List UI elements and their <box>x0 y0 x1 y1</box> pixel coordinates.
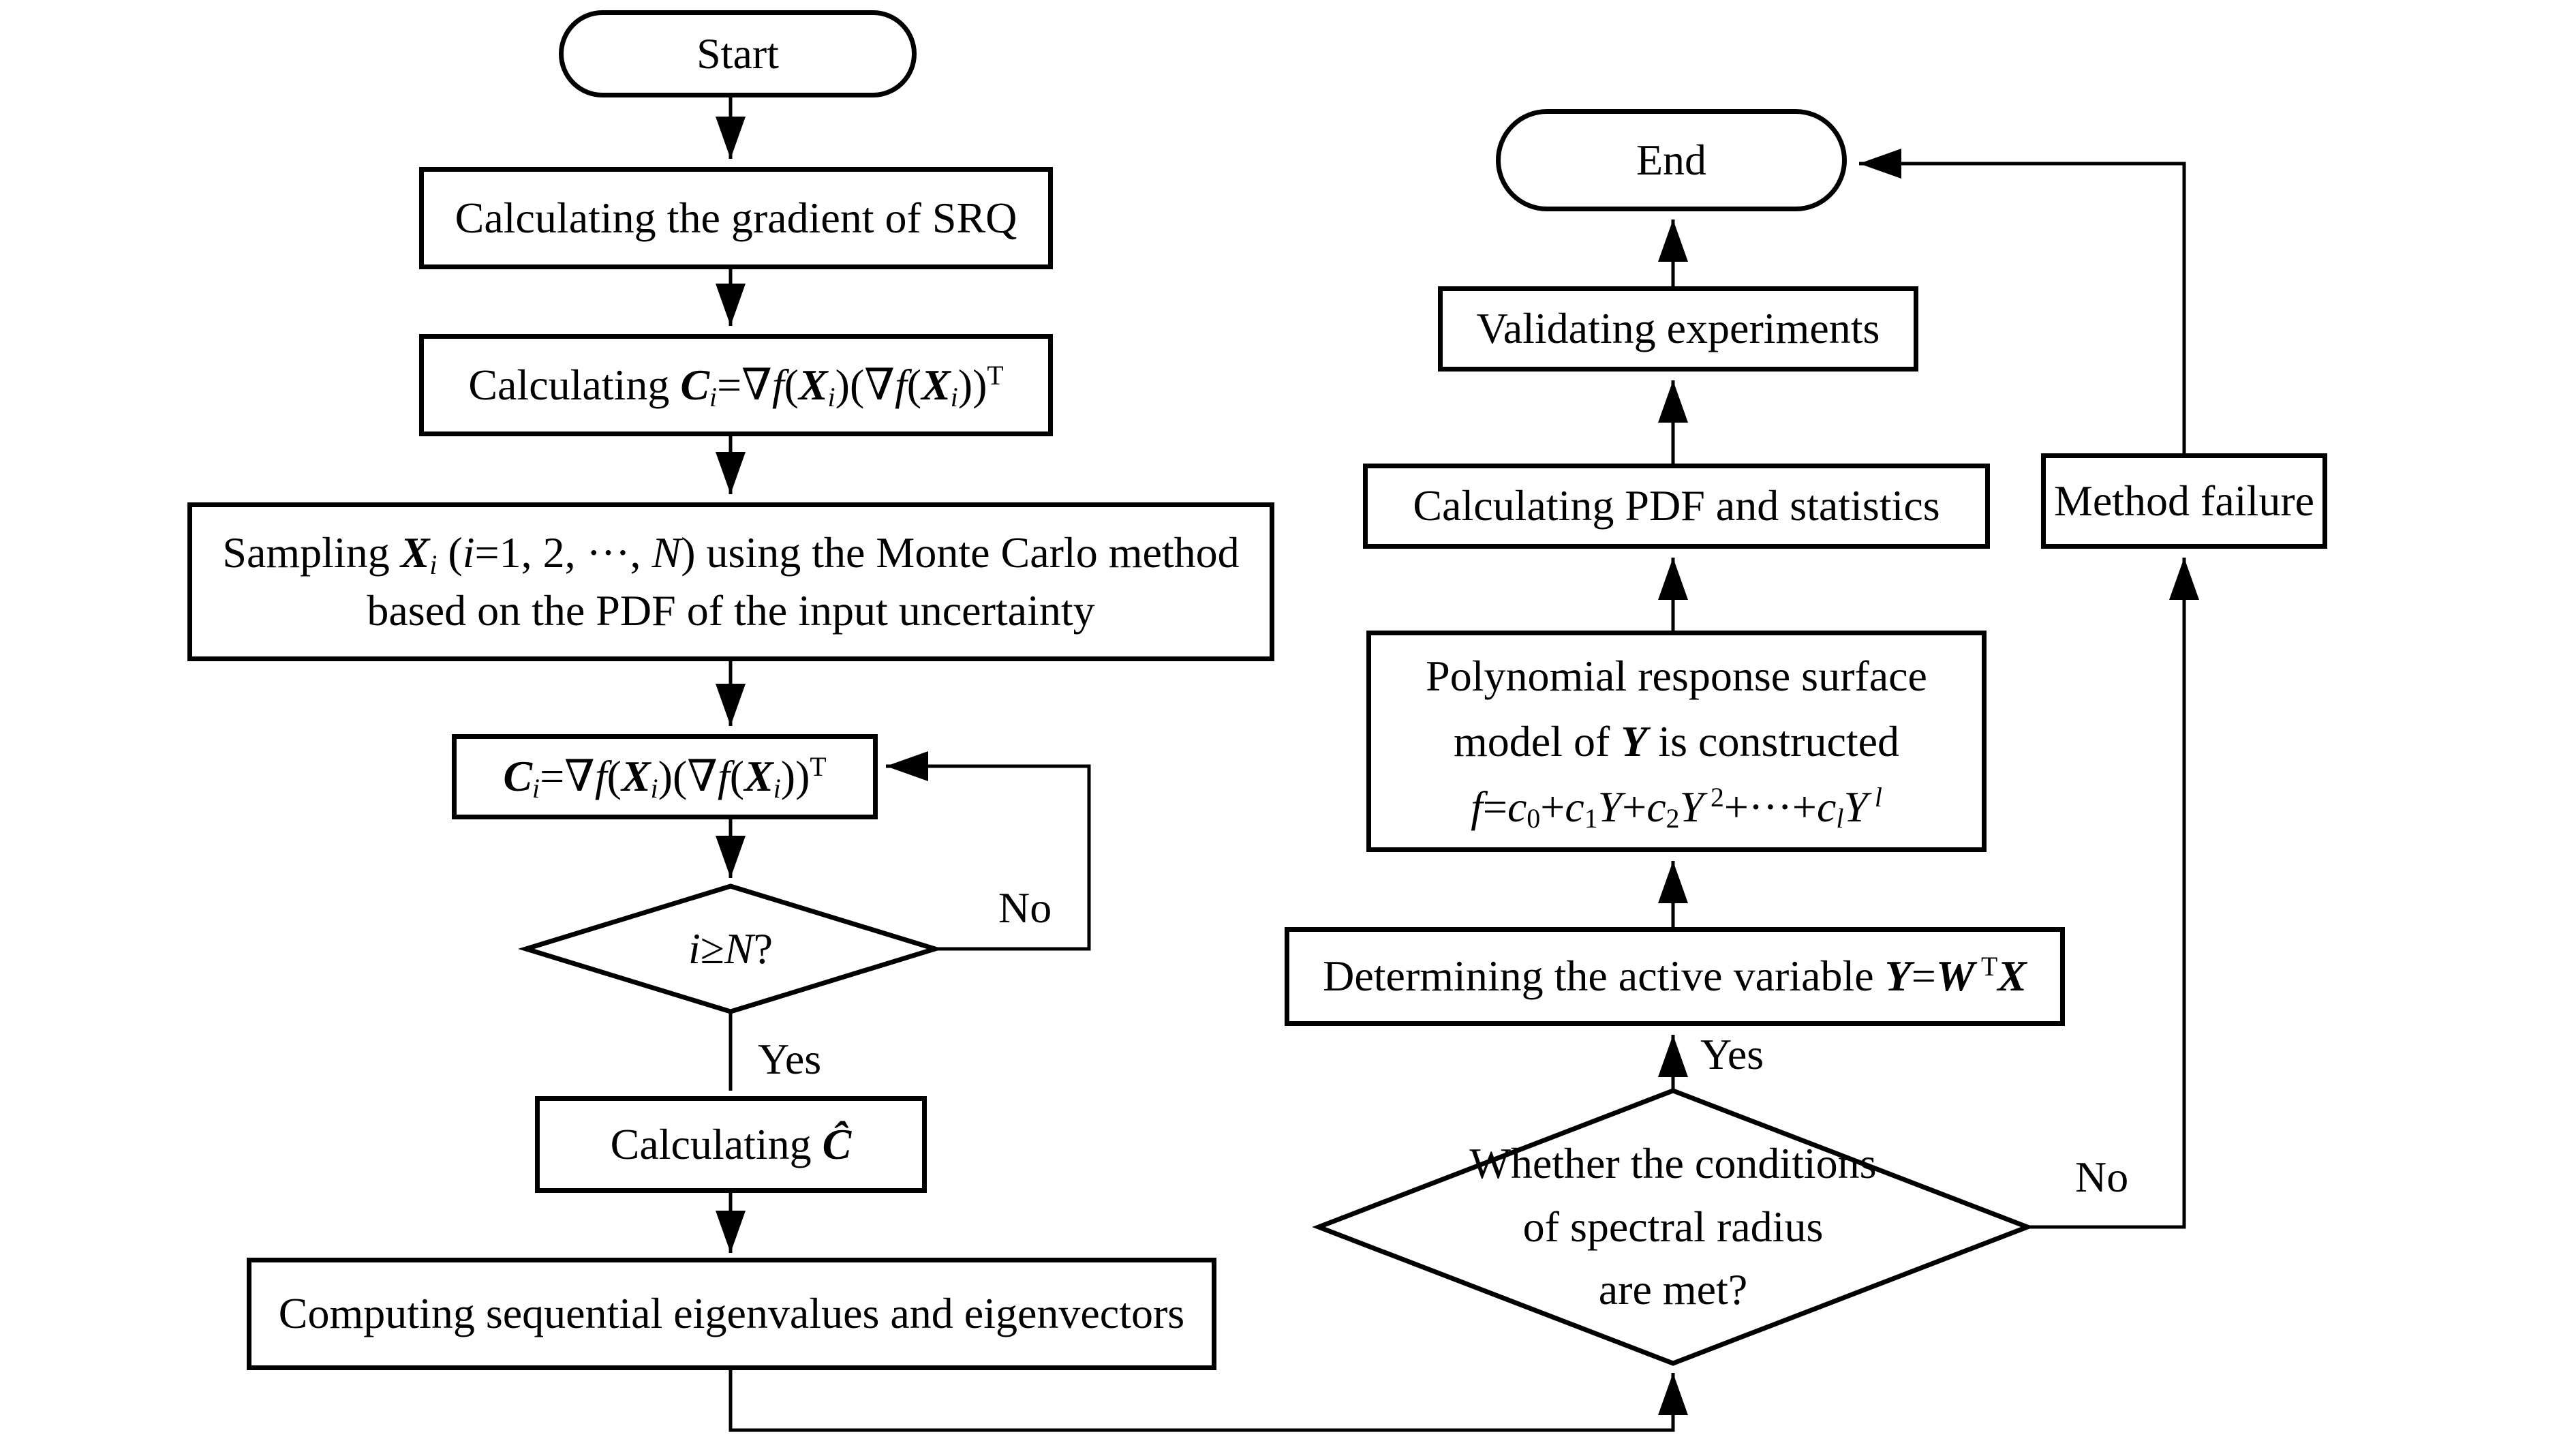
process-method-failure: Method failure <box>2041 453 2327 549</box>
end-label: End <box>1636 135 1707 184</box>
eigen-label: Computing sequential eigenvalues and eig… <box>278 1289 1185 1338</box>
method-failure-label: Method failure <box>2053 476 2315 525</box>
process-ci-loop: Ci=∇f(Xi)(∇f(Xi))T <box>452 734 878 819</box>
arrow-method-failure-to-end <box>1859 149 2186 453</box>
i-ge-n-label: i≥N? <box>688 924 773 973</box>
edge-label-no-loop: No <box>998 883 1052 932</box>
decision-i-ge-n-text: i≥N? <box>594 907 867 992</box>
calc-pdf-label: Calculating PDF and statistics <box>1413 481 1940 530</box>
edge-label-yes-spectral: Yes <box>1700 1030 1764 1078</box>
calc-chat-label: Calculating Ĉ <box>610 1119 852 1168</box>
decision-diamond-i-ge-n <box>518 883 943 1014</box>
process-calc-gradient: Calculating the gradient of SRQ <box>419 167 1053 269</box>
ci-loop-label: Ci=∇f(Xi)(∇f(Xi))T <box>503 752 827 804</box>
sampling-label: Sampling Xi (i=1, 2, ···, N) using the M… <box>222 528 1240 635</box>
process-calc-chat: Calculating Ĉ <box>535 1096 927 1193</box>
validating-label: Validating experiments <box>1476 304 1880 353</box>
determining-label: Determining the active variable Y=W TX <box>1323 952 2027 1001</box>
process-calc-pdf: Calculating PDF and statistics <box>1363 464 1990 549</box>
arrow-spectral-no-to-method-failure <box>2027 558 2199 1229</box>
process-validating: Validating experiments <box>1438 286 1918 372</box>
process-eigen: Computing sequential eigenvalues and eig… <box>247 1258 1216 1370</box>
process-sampling: Sampling Xi (i=1, 2, ···, N) using the M… <box>187 502 1274 661</box>
process-determining: Determining the active variable Y=W TX <box>1285 927 2065 1026</box>
start-terminator: Start <box>559 10 917 97</box>
start-label: Start <box>696 29 779 78</box>
calc-ci-label: Calculating Ci=∇f(Xi)(∇f(Xi))T <box>468 360 1004 412</box>
process-calc-ci: Calculating Ci=∇f(Xi)(∇f(Xi))T <box>419 334 1053 436</box>
calc-gradient-label: Calculating the gradient of SRQ <box>455 193 1017 242</box>
decision-diamond-spectral-radius <box>1312 1088 2034 1366</box>
end-terminator: End <box>1496 109 1847 211</box>
arrow-eigen-to-spectral-decision <box>729 1370 1688 1432</box>
edge-label-no-spectral: No <box>2075 1153 2129 1201</box>
arrow-decision-no-loop <box>886 751 1091 951</box>
edge-label-yes-loop: Yes <box>758 1035 822 1083</box>
